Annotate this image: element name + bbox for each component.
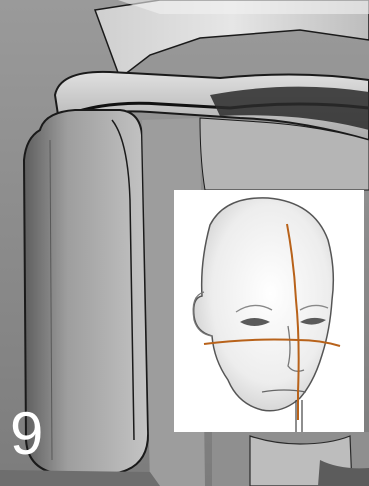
step-number: 9 [10, 404, 43, 464]
bottom-strip [0, 470, 160, 486]
top-arm-highlight [118, 0, 369, 14]
